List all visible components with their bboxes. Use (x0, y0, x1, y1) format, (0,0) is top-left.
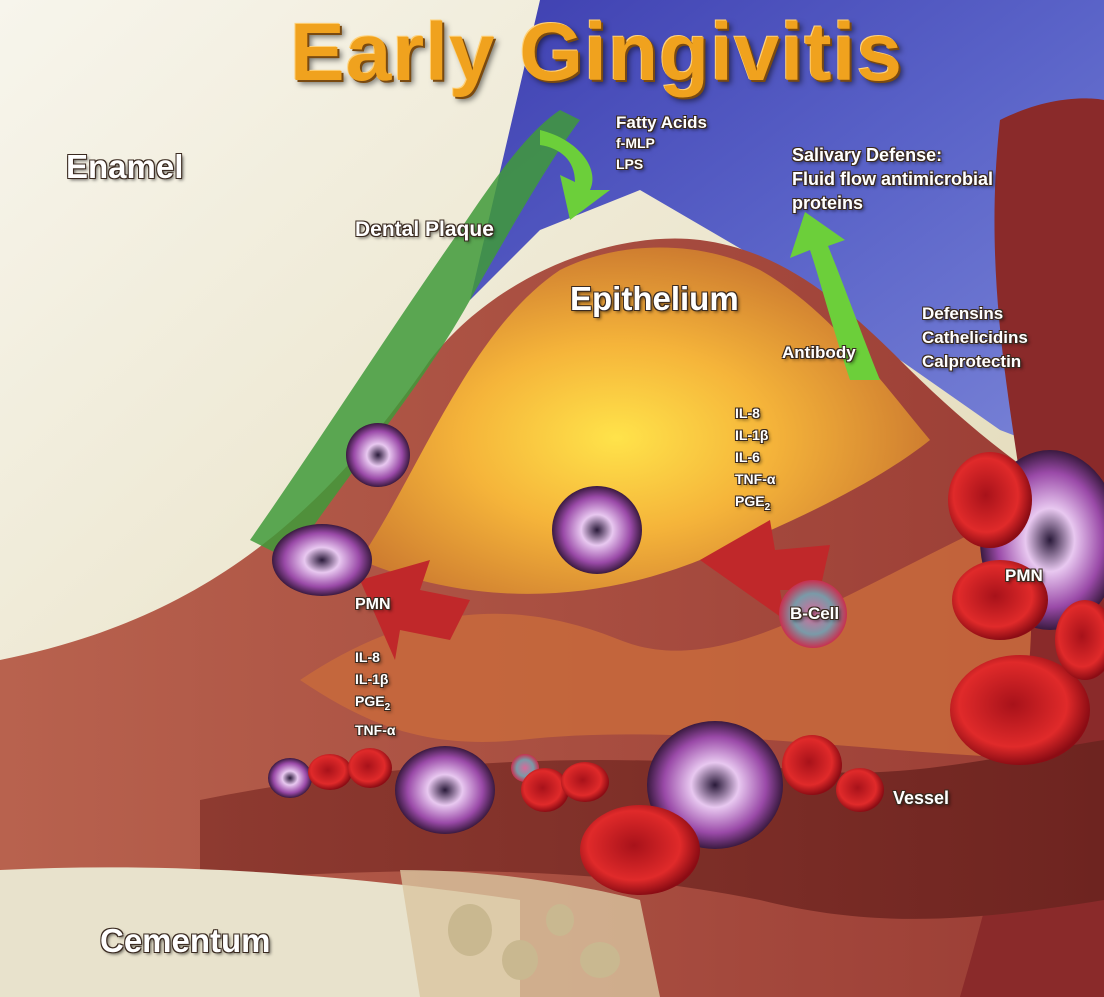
bacterial-products-list: Fatty Acids f-MLP LPS (616, 112, 707, 175)
mediator-item: PGE2 (735, 490, 775, 519)
pmn-mediators-list: IL-8 IL-1β PGE2 TNF-α (355, 646, 395, 741)
pmn-label-left: PMN (355, 596, 391, 614)
antimicrobial-peptide-item: Calprotectin (922, 350, 1028, 374)
salivary-defense-item: Fluid flow antimicrobial (792, 167, 993, 191)
mediator-item: IL-1β (355, 668, 395, 690)
antimicrobial-peptide-item: Cathelicidins (922, 326, 1028, 350)
antibody-label: Antibody (782, 343, 856, 363)
cementum-label: Cementum (100, 922, 271, 960)
mediator-item: TNF-α (735, 468, 775, 490)
epithelium-label: Epithelium (570, 280, 739, 318)
antimicrobial-peptide-item: Defensins (922, 302, 1028, 326)
bacterial-product-item: Fatty Acids (616, 112, 707, 133)
salivary-defense-item: Salivary Defense: (792, 143, 993, 167)
epithelial-mediators-list: IL-8 IL-1β IL-6 TNF-α PGE2 (735, 402, 775, 519)
b-cell-label: B-Cell (790, 604, 839, 624)
mediator-item: IL-8 (735, 402, 775, 424)
mediator-item: IL-1β (735, 424, 775, 446)
bacterial-product-item: f-MLP (616, 133, 707, 154)
pmn-label-right: PMN (1005, 566, 1043, 586)
bacterial-product-item: LPS (616, 154, 707, 175)
enamel-label: Enamel (66, 148, 183, 186)
diagram-title: Early Gingivitis (290, 6, 903, 100)
mediator-item: IL-8 (355, 646, 395, 668)
dental-plaque-label: Dental Plaque (355, 218, 494, 242)
mediator-item: TNF-α (355, 719, 395, 741)
antimicrobial-peptides-list: Defensins Cathelicidins Calprotectin (922, 302, 1028, 374)
salivary-defense-list: Salivary Defense: Fluid flow antimicrobi… (792, 143, 993, 215)
mediator-item: PGE2 (355, 690, 395, 719)
mediator-item: IL-6 (735, 446, 775, 468)
salivary-defense-item: proteins (792, 191, 993, 215)
vessel-label: Vessel (893, 788, 949, 809)
